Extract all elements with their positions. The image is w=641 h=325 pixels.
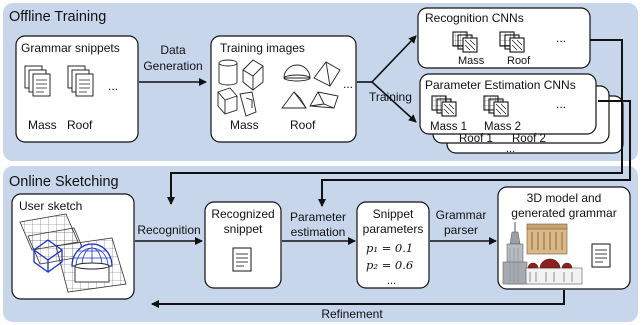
user-sketch-title: User sketch: [19, 199, 82, 213]
generated-grammar-doc-icon: [591, 243, 611, 268]
training-images-title: Training images: [220, 41, 305, 55]
recognition-cnn-connector: [167, 39, 623, 205]
model-grammar-box: 3D model and generated grammar: [497, 186, 631, 290]
sketch-layers-icon: [19, 213, 127, 293]
param-mass2-cnn-icon: [483, 95, 509, 117]
p2-equation: p₂ = 0.6: [366, 258, 413, 272]
training-ellipsis: ...: [343, 77, 353, 91]
building-model-icon: [526, 223, 568, 255]
param-mass1-label: Mass 1: [430, 121, 467, 133]
offline-training-title: Offline Training: [9, 9, 106, 25]
training-arrow-to-recognition: [371, 35, 417, 83]
snippet-parameters-line2: parameters: [363, 222, 424, 236]
p1-equation: p₁ = 0.1: [366, 241, 413, 255]
parameter-estimation-line2: estimation: [291, 225, 346, 239]
snippet-parameters-line1: Snippet: [373, 207, 414, 221]
recognized-snippet-doc-icon: [232, 247, 252, 272]
recognition-mass-label: Mass: [458, 55, 485, 67]
online-sketching-title: Online Sketching: [9, 174, 119, 190]
parameter-cnns-stack: Parameter Estimation CNNs ... Mass 1 Mas…: [419, 73, 624, 155]
param-mass2-label: Mass 2: [484, 121, 521, 133]
mass-shapes-icon: [217, 59, 264, 117]
params-ellipsis: ...: [387, 275, 396, 287]
model-title-line2: generated grammar: [511, 206, 616, 220]
training-arrow-to-parameter: [371, 81, 417, 123]
recognition-cnns-title: Recognition CNNs: [425, 11, 524, 25]
training-label: Training: [369, 90, 412, 104]
grammar-parser-line1: Grammar: [436, 208, 487, 222]
training-roof-label: Roof: [290, 118, 316, 132]
grammar-parser-line2: parser: [444, 223, 478, 237]
recognition-ellipsis: ...: [556, 31, 566, 45]
domed-building-model-icon: [525, 258, 583, 285]
grammar-roof-label: Roof: [67, 118, 93, 132]
recognized-snippet-box: Recognized snippet: [204, 201, 282, 289]
roof-shapes-icon: [281, 61, 341, 109]
grammar-snippets-box: Grammar snippets ... Mass Roof: [15, 35, 139, 143]
recognition-cnns-box: Recognition CNNs ... Mass Roof: [417, 7, 591, 69]
recognized-snippet-line2: snippet: [224, 222, 263, 236]
training-mass-label: Mass: [230, 118, 259, 132]
refinement-label: Refinement: [321, 307, 383, 321]
grammar-mass-doc-icon: [24, 65, 51, 97]
param-ellipsis-bottom: ...: [506, 143, 515, 155]
parameter-cnns-title: Parameter Estimation CNNs: [425, 78, 576, 92]
recognition-mass-cnn-icon: [452, 31, 478, 53]
recognition-roof-cnn-icon: [499, 31, 525, 53]
recognition-roof-label: Roof: [507, 55, 531, 67]
refinement-arrow: [151, 290, 565, 308]
grammar-snippets-title: Grammar snippets: [21, 41, 120, 55]
training-images-box: Training images ... Mass Roof: [210, 35, 357, 143]
parameter-cnn-connector: [318, 100, 631, 207]
data-generation-label-line1: Data: [160, 43, 186, 57]
model-title-line1: 3D model and: [527, 191, 602, 205]
user-sketch-box: User sketch: [11, 193, 135, 300]
grammar-ellipsis: ...: [108, 79, 118, 93]
recognition-label: Recognition: [137, 223, 200, 237]
recognized-snippet-line1: Recognized: [211, 207, 274, 221]
snippet-parameters-box: Snippet parameters p₁ = 0.1 p₂ = 0.6 ...: [356, 201, 430, 289]
param-mass1-cnn-icon: [431, 95, 457, 117]
skyscraper-model-icon: [502, 222, 528, 285]
param-ellipsis-top: ...: [556, 97, 566, 111]
data-generation-label-line2: Generation: [143, 59, 202, 73]
param-roof1-label: Roof 1: [459, 133, 493, 145]
grammar-mass-label: Mass: [28, 118, 57, 132]
parameter-estimation-line1: Parameter: [290, 210, 346, 224]
param-roof2-label: Roof 2: [512, 133, 546, 145]
online-sketching-panel: [3, 166, 638, 322]
grammar-roof-doc-icon: [67, 65, 94, 97]
